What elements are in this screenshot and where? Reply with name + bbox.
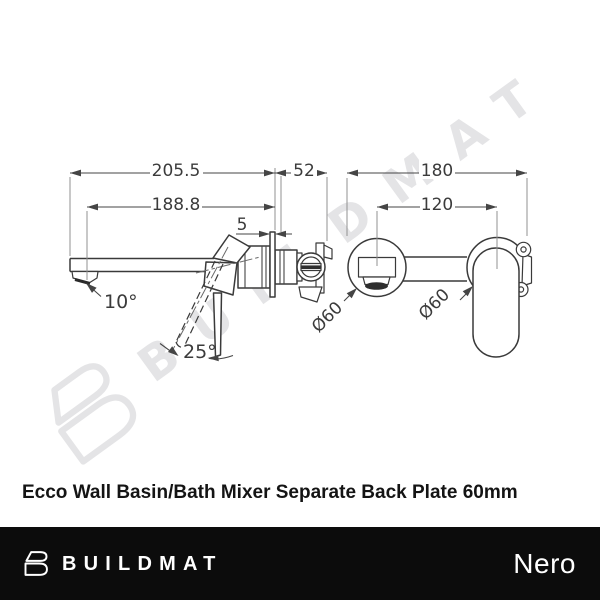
dim-hole-centres: 120 xyxy=(377,194,497,215)
dim-total-length-label: 205.5 xyxy=(152,161,201,181)
aerator-front xyxy=(365,282,388,290)
aerator-side xyxy=(71,270,99,284)
dim-handle-swing: 25° xyxy=(159,341,217,363)
dim-total-length: 205.5 xyxy=(70,160,275,181)
back-plate-side xyxy=(269,231,276,298)
nero-wordmark: Nero xyxy=(513,547,576,579)
lever-rotated-dashed xyxy=(175,260,224,348)
dim-mixer-plate-dia-label: Ø60 xyxy=(415,285,454,324)
footer-bar: BUILDMAT Nero xyxy=(0,527,600,600)
side-view xyxy=(69,231,333,362)
product-title: Ecco Wall Basin/Bath Mixer Separate Back… xyxy=(22,482,518,503)
dim-hole-centres-label: 120 xyxy=(421,195,453,215)
dim-spout-plate-dia-label: Ø60 xyxy=(308,298,347,337)
buildmat-logo-icon xyxy=(24,551,48,576)
spout-side xyxy=(69,257,214,273)
dim-body-depth-label: 52 xyxy=(293,161,315,181)
buildmat-wordmark: BUILDMAT xyxy=(62,552,223,575)
lever-handle-side xyxy=(212,292,223,358)
dim-spout-angle: 10° xyxy=(86,283,138,313)
handle-front xyxy=(472,247,520,358)
dim-overall-width-label: 180 xyxy=(421,161,453,181)
dim-mixer-plate-dia: Ø60 xyxy=(415,285,473,324)
footer-brand-group: BUILDMAT xyxy=(22,550,223,577)
dim-body-depth: 52 xyxy=(275,160,327,181)
dim-spout-projection: 188.8 xyxy=(87,194,275,215)
dim-plate-thickness: 5 xyxy=(236,215,292,238)
dim-overall-width: 180 xyxy=(347,160,527,181)
dim-spout-projection-label: 188.8 xyxy=(152,195,201,215)
dim-handle-swing-label: 25° xyxy=(183,341,217,363)
technical-drawing: 205.5 52 188.8 xyxy=(69,160,533,363)
dim-plate-thickness-label: 5 xyxy=(237,215,248,235)
dim-spout-angle-label: 10° xyxy=(104,291,138,313)
